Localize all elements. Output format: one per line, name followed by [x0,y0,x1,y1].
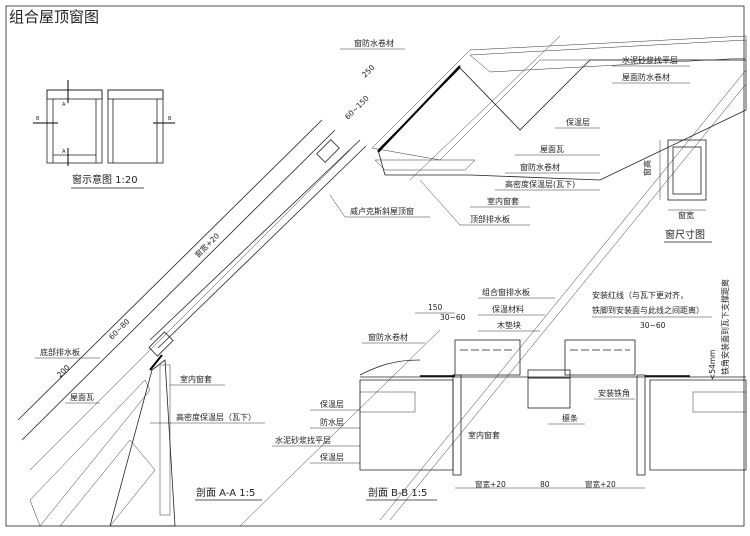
dim-250: 250 [360,63,377,80]
label-hd-insulation-2: 高密度保温层（瓦下） [176,412,256,422]
label-top-drain: 顶部排水板 [470,214,510,224]
section-mark-a: A [62,149,66,155]
section-mark-a: A [62,102,66,108]
dim-60-80: 60~80 [107,317,131,341]
label-roof-tile: 屋面瓦 [540,145,564,154]
label-mortar-2: 水泥砂浆找平层 [275,435,331,445]
label-roof-window: 威卢克斯斜屋顶窗 [350,206,414,216]
dim-window-width-left: 窗宽+20 [475,479,506,489]
label-insulation-b: 保温层 [320,452,344,462]
schematic-caption: 窗示意图 1:20 [72,173,138,186]
dim-30-60-left: 30~60 [440,313,466,322]
label-install-line-note: 铁脚到安装面与此线之间距离） [592,305,704,315]
label-interior-lining-2: 室内窗套 [180,374,212,384]
dim-30-60-right: 30~60 [640,321,666,330]
label-install-line: 安装红线（与瓦下更对齐， [592,290,688,300]
dim-200: 200 [55,363,72,380]
window-schematic: A A B B 窗示意图 1:20 [33,80,175,189]
label-window-membrane-2: 窗防水卷材 [520,162,560,172]
size-diagram-caption: 窗尺寸图 [665,228,705,241]
label-roof-membrane: 屋面防水卷材 [622,72,670,82]
section-mark-b: B [168,116,172,122]
label-interior-lining: 室内窗套 [468,430,500,440]
section-b-b: 窗宽+20 80 窗宽+20 150 30~60 30~60 <54mm 铁角安… [359,279,747,501]
label-insulation: 保温层 [566,117,590,127]
section-bb-caption: 剖面 B-B 1:5 [368,486,427,499]
label-bottom-drain: 底部排水板 [40,347,80,357]
label-window-membrane: 窗防水卷材 [368,332,408,342]
height-label: 窗高 [642,160,652,176]
dim-gap-80: 80 [540,480,550,489]
drawing-border [5,5,745,527]
section-mark-b: B [36,116,40,122]
label-interior-lining: 室内窗套 [487,196,519,206]
dim-window-width-right: 窗宽+20 [585,479,616,489]
label-window-membrane: 窗防水卷材 [354,38,394,48]
label-bracket-distance-note: 铁角安装面到瓦下支撑距离 [720,279,730,375]
dim-window-width: 窗宽+20 [192,230,221,259]
section-aa-caption: 剖面 A-A 1:5 [196,486,255,499]
label-insulation-material: 保温材料 [492,304,524,314]
label-waterproof: 防水层 [320,417,344,427]
dim-60-150: 60~150 [343,94,371,122]
window-size-diagram: 窗高 窗宽 窗尺寸图 [642,139,712,243]
dim-max-54mm: <54mm [708,350,717,380]
label-roof-tile-2: 屋面瓦 [70,393,94,402]
label-beam: 檩条 [562,413,578,423]
label-wood-block: 木垫块 [497,320,521,330]
drawing-title: 组合屋顶窗图 [9,8,99,26]
dim-150: 150 [428,303,443,312]
label-insulation-a: 保温层 [320,399,344,409]
label-mortar: 水泥砂浆找平层 [622,55,678,65]
label-mounting-bracket: 安装铁角 [598,388,630,398]
width-label: 窗宽 [678,210,694,220]
label-hd-insulation: 高密度保温层(瓦下) [505,179,575,189]
label-combo-drain: 组合窗排水板 [482,287,530,297]
